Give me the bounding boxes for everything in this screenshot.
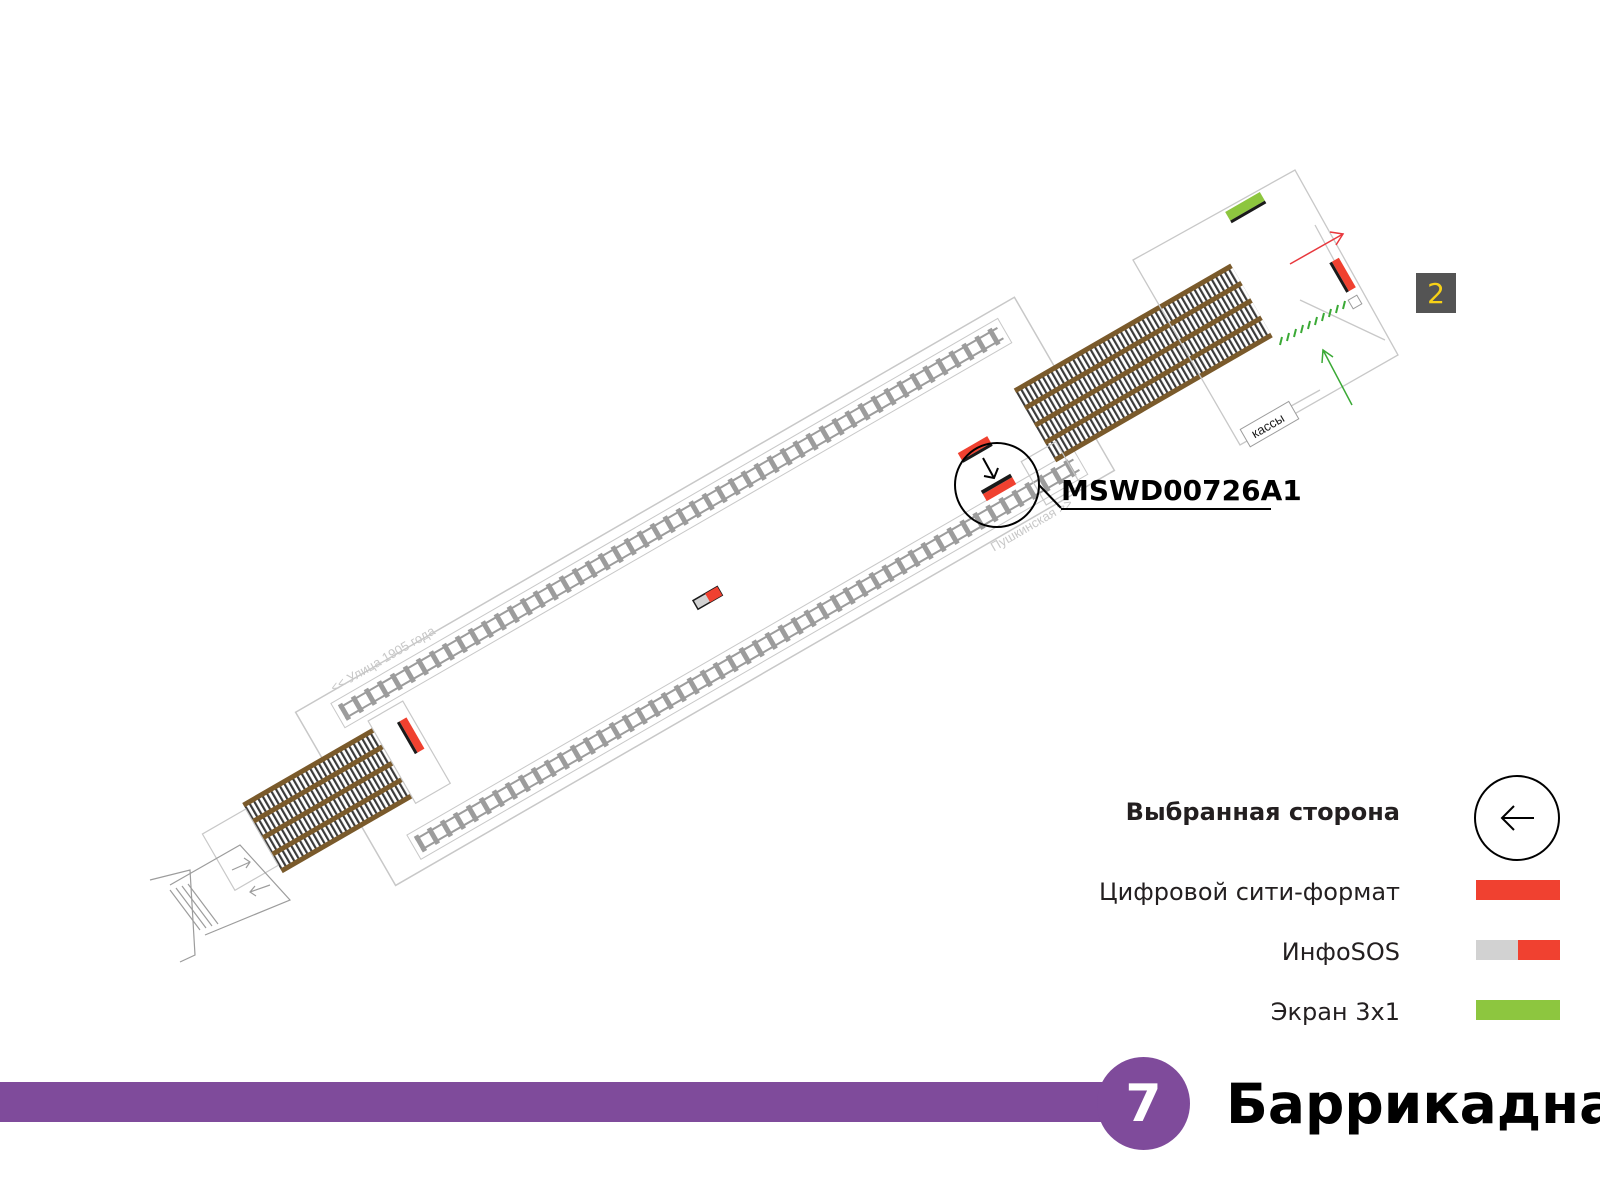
legend-screen-3x1-swatch bbox=[1476, 1000, 1560, 1020]
exit-door bbox=[1347, 294, 1363, 310]
arrow-down-right-in-circle-icon bbox=[982, 457, 999, 480]
east-platform-city-format-panel[interactable] bbox=[957, 436, 993, 463]
turnstiles bbox=[1279, 300, 1346, 346]
exit-city-format-panel[interactable] bbox=[1329, 257, 1356, 293]
legend-digital-city-format-swatch bbox=[1476, 880, 1560, 900]
screen-3x1-panel[interactable] bbox=[1225, 191, 1267, 224]
arrow-left-in-circle-icon bbox=[1474, 775, 1560, 861]
legend-selected-side-icon bbox=[1474, 775, 1560, 861]
west-vestibule bbox=[201, 700, 452, 892]
selected-panel-code: MSWD00726A1 bbox=[1061, 474, 1302, 507]
track-lower bbox=[406, 449, 1089, 860]
legend-infosos-swatch bbox=[1476, 940, 1560, 960]
legend-digital-city-format-label: Цифровой сити-формат bbox=[1099, 878, 1400, 906]
west-entrance bbox=[149, 844, 292, 963]
selected-panel-code-underline bbox=[1061, 508, 1271, 510]
station-name: Баррикадная bbox=[1226, 1072, 1600, 1136]
ticket-office: кассы bbox=[1239, 400, 1300, 448]
metro-line-number-badge: 7 bbox=[1097, 1057, 1190, 1150]
entrance-arrow-icon bbox=[1321, 348, 1353, 406]
east-escalators bbox=[1013, 263, 1273, 506]
platform-group: << Улица 1905 года Пушкинская >> bbox=[294, 296, 1116, 887]
legend-selected-side-label: Выбранная сторона bbox=[1125, 798, 1400, 826]
exit-arrow-icon bbox=[1289, 231, 1345, 265]
legend-screen-3x1-label: Экран 3x1 bbox=[1270, 998, 1400, 1026]
exit-number-badge: 2 bbox=[1416, 273, 1456, 313]
west-city-format-panel[interactable] bbox=[396, 717, 425, 755]
selected-panel-marker[interactable] bbox=[954, 442, 1062, 528]
track-upper bbox=[330, 317, 1013, 729]
platform-outline bbox=[294, 296, 1116, 887]
metro-line-bar bbox=[0, 1082, 1110, 1122]
infosos-panel[interactable] bbox=[691, 585, 724, 611]
legend-infosos-label: ИнфоSOS bbox=[1281, 938, 1400, 966]
